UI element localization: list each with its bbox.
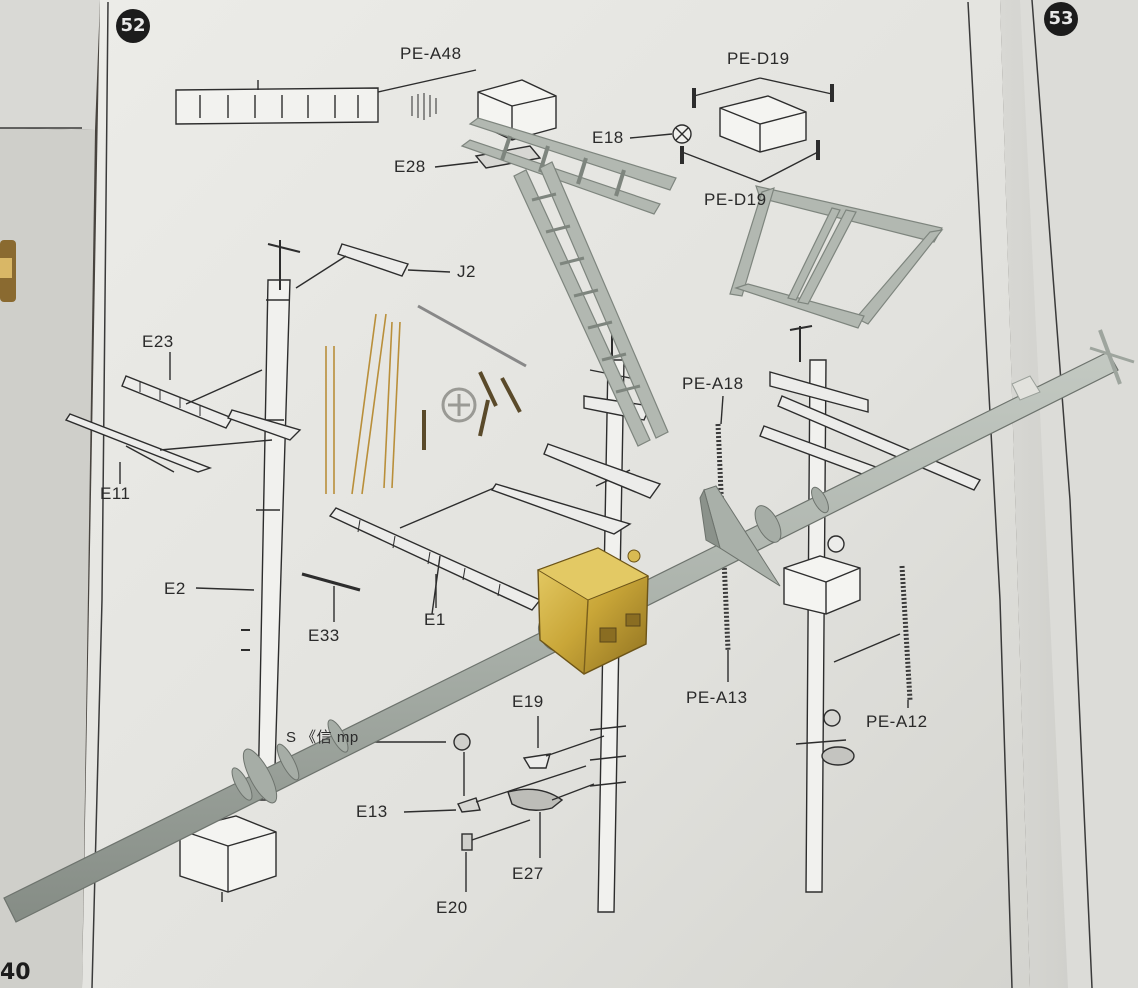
label-e2: E2: [164, 579, 186, 598]
label-pe-d19-bottom: PE-D19: [704, 190, 767, 209]
label-j2: J2: [457, 262, 476, 281]
label-e23: E23: [142, 332, 174, 351]
label-e1: E1: [424, 610, 446, 629]
label-searchlamp: S 《信 mp: [286, 729, 359, 746]
label-e13: E13: [356, 802, 388, 821]
label-pe-d19-top: PE-D19: [727, 49, 790, 68]
label-pe-a48: PE-A48: [400, 44, 462, 63]
label-e33: E33: [308, 626, 340, 645]
step-number-badge: 52: [116, 9, 150, 43]
instruction-sheet: [82, 0, 1030, 988]
label-pe-a18: PE-A18: [682, 374, 744, 393]
label-pe-a12: PE-A12: [866, 712, 928, 731]
label-e28: E28: [394, 157, 426, 176]
label-pe-a13: PE-A13: [686, 688, 748, 707]
next-step-number-badge: 53: [1044, 2, 1078, 36]
label-e19: E19: [512, 692, 544, 711]
left-page: [0, 0, 100, 130]
assembled-mast: [3, 329, 1135, 923]
page-number: 40: [0, 960, 31, 985]
label-e18: E18: [592, 128, 624, 147]
label-e27: E27: [512, 864, 544, 883]
label-e11: E11: [100, 484, 131, 503]
label-e20: E20: [436, 898, 468, 917]
